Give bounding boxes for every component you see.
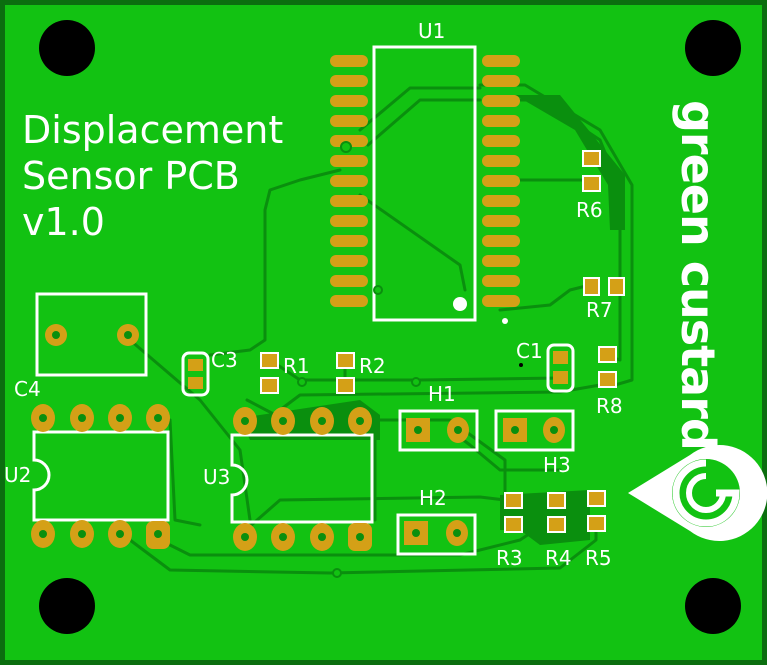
copper-traces [38,83,634,575]
r2-component: R2 [336,352,386,394]
r3-component: R3 [496,492,523,570]
u1-outline [372,45,477,322]
u3-label: U3 [203,465,230,489]
r4-component: R4 [545,492,572,570]
r1-label: R1 [283,354,310,378]
u2-label: U2 [4,463,31,487]
r6-label: R6 [576,198,603,222]
c1-component: C1 [516,339,575,393]
u1-chip: U1 [330,19,520,324]
h2-header: H2 [396,486,477,556]
r3-label: R3 [496,546,523,570]
title-line-2: Sensor PCB [22,154,240,198]
sensor-header [35,292,148,377]
board-title: Displacement Sensor PCB v1.0 [22,108,283,244]
r8-label: R8 [596,394,623,418]
c1-label: C1 [516,339,543,363]
title-line-1: Displacement [22,108,283,152]
r4-label: R4 [545,546,572,570]
u1-corner-dot [502,318,508,324]
h1-header: H1 [398,382,479,452]
r5-label: R5 [585,546,612,570]
r5-component: R5 [585,490,612,570]
u3-chip: U3 [203,407,374,551]
r8-component: R8 [596,346,623,418]
mounting-hole-icon [39,20,741,634]
r2-label: R2 [359,354,386,378]
vias [297,141,421,578]
h2-label: H2 [419,486,447,510]
u1-pin1-dot [453,297,467,311]
green-custard-logo-icon [628,445,767,541]
h3-label: H3 [543,453,571,477]
u1-label: U1 [418,19,445,43]
r7-label: R7 [586,298,613,322]
c4-label: C4 [14,377,41,401]
h3-header: H3 [494,409,575,477]
u2-chip: U2 C4 [4,377,170,549]
u1-right-pins [482,55,520,307]
r7-component: R7 [583,277,625,322]
c3-label: C3 [211,348,238,372]
c3-component: C3 [181,348,238,397]
brand-text: green custard [671,100,725,450]
u1-left-pins [330,55,368,307]
r1-component: R1 [260,352,310,394]
h1-label: H1 [428,382,456,406]
title-line-3: v1.0 [22,200,105,244]
r6-component: R6 [576,150,603,222]
